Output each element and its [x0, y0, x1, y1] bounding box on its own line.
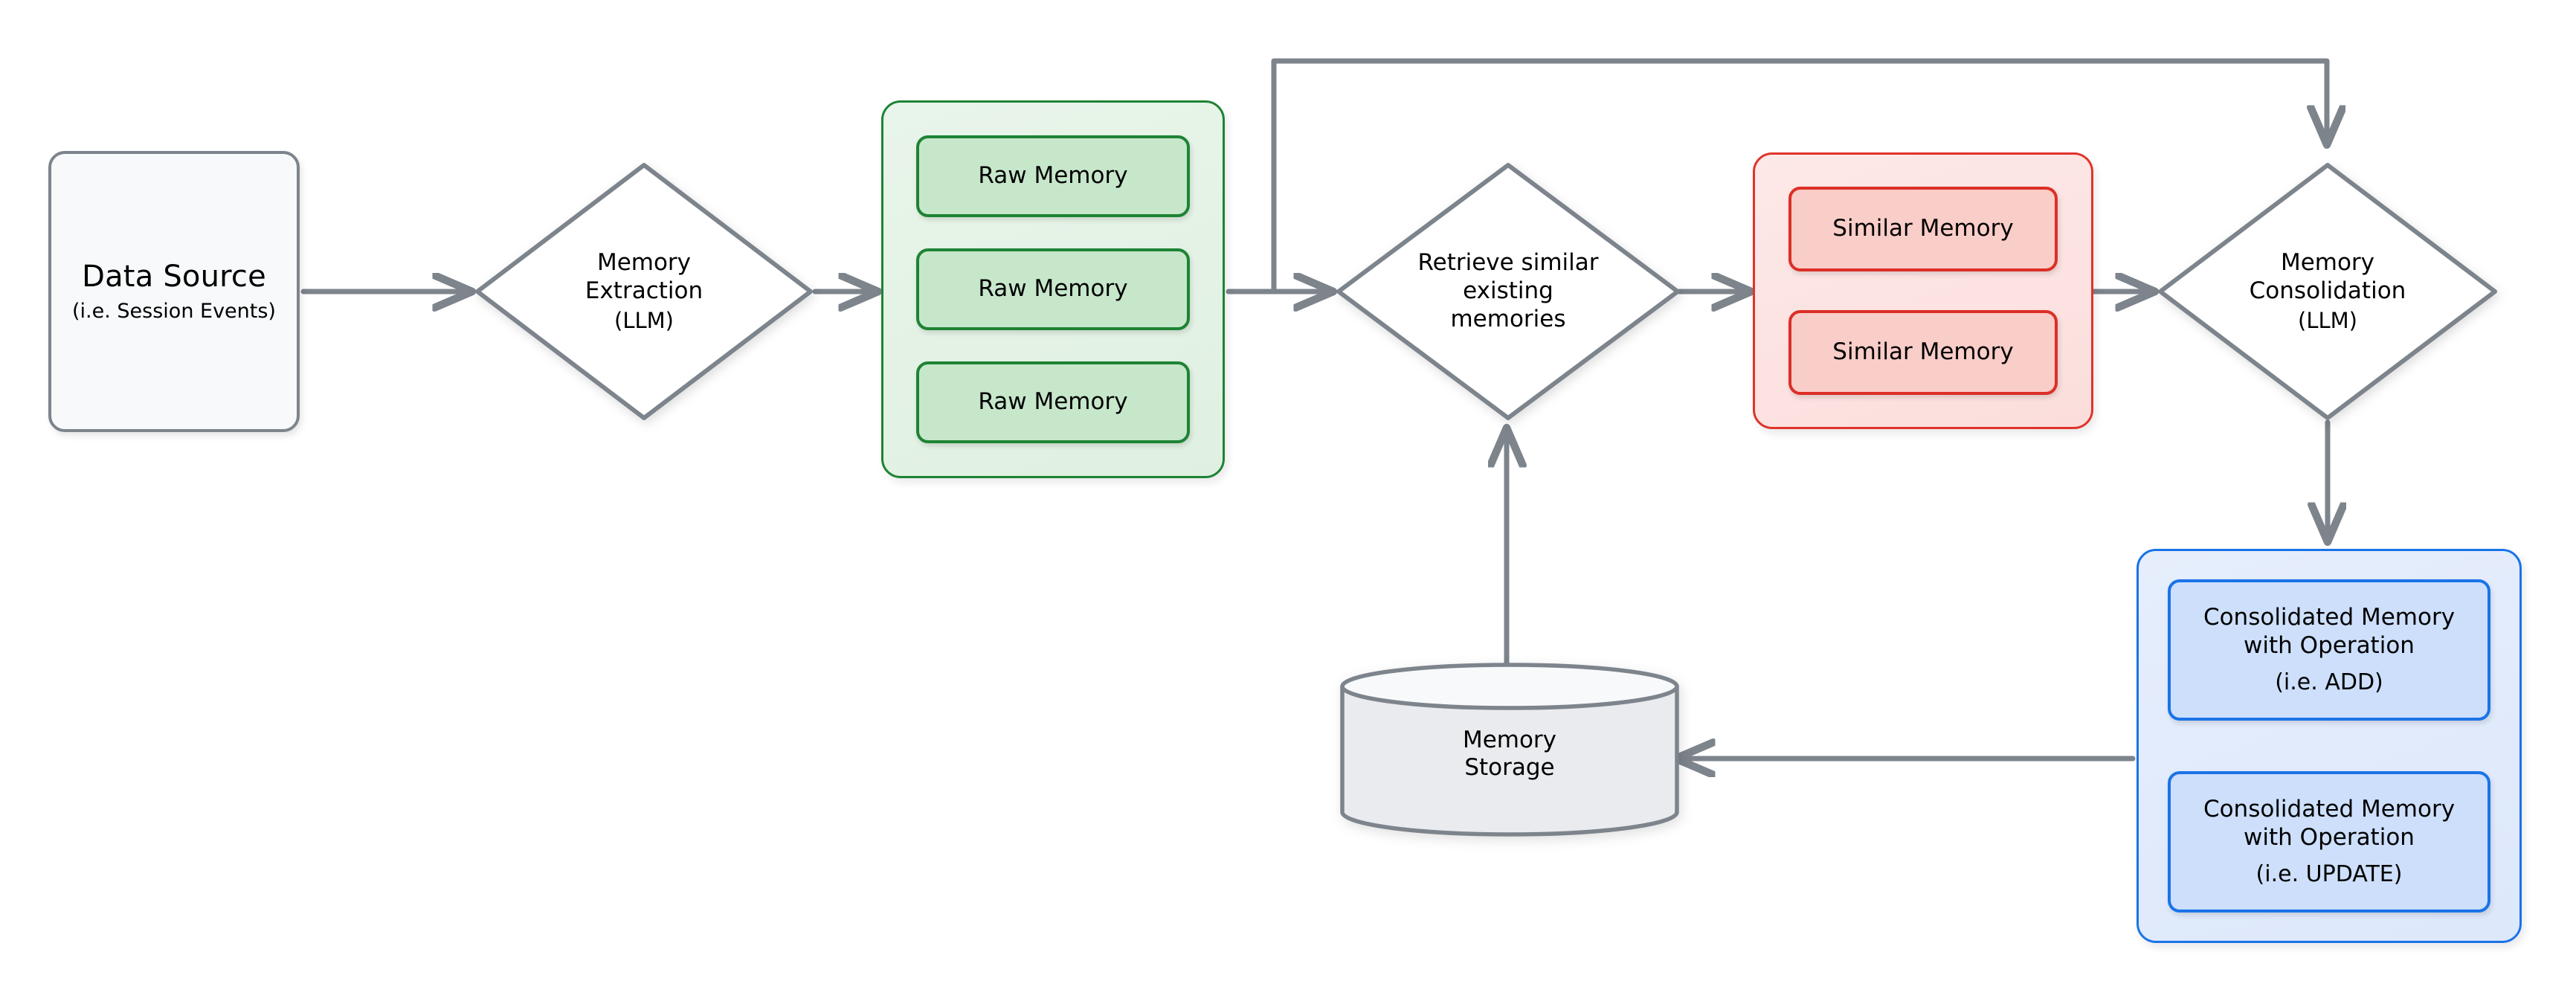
- raw-memory-label: Raw Memory: [978, 388, 1128, 416]
- consolidated-memory-line1: Consolidated Memory: [2203, 796, 2456, 823]
- consolidated-memory-operation: (i.e. ADD): [2275, 669, 2383, 695]
- group-similar-memory: Similar Memory Similar Memory: [1753, 152, 2093, 429]
- raw-memory-label: Raw Memory: [978, 162, 1128, 190]
- memory-storage-label: Memory Storage: [1339, 726, 1681, 781]
- memory-consolidation-line2: Consolidation: [2249, 277, 2406, 304]
- similar-memory-label: Similar Memory: [1832, 215, 2014, 242]
- memory-consolidation-subtitle: (LLM): [2298, 308, 2357, 334]
- node-data-source[interactable]: Data Source (i.e. Session Events): [48, 151, 300, 432]
- chip-consolidated-memory-update[interactable]: Consolidated Memory with Operation (i.e.…: [2168, 771, 2490, 913]
- consolidated-memory-operation: (i.e. UPDATE): [2255, 860, 2403, 887]
- cylinder-shape: [1340, 663, 1679, 837]
- retrieve-similar-line1: Retrieve similar: [1417, 249, 1599, 277]
- node-memory-consolidation[interactable]: Memory Consolidation (LLM): [2156, 161, 2499, 422]
- consolidated-memory-line2: with Operation: [2244, 824, 2415, 851]
- diamond-shape: [2158, 163, 2497, 420]
- node-memory-extraction[interactable]: Memory Extraction (LLM): [473, 161, 815, 422]
- memory-extraction-line2: Extraction: [585, 277, 703, 304]
- retrieve-similar-line3: memories: [1450, 305, 1566, 332]
- group-consolidated-memory: Consolidated Memory with Operation (i.e.…: [2137, 549, 2522, 943]
- memory-storage-line1: Memory: [1462, 726, 1557, 753]
- chip-raw-memory[interactable]: Raw Memory: [916, 361, 1190, 443]
- data-source-title: Data Source: [82, 259, 266, 294]
- chip-raw-memory[interactable]: Raw Memory: [916, 135, 1190, 217]
- memory-consolidation-line1: Memory: [2280, 248, 2375, 276]
- consolidated-memory-line1: Consolidated Memory: [2203, 604, 2456, 631]
- node-memory-storage[interactable]: Memory Storage: [1339, 662, 1681, 837]
- memory-storage-line2: Storage: [1464, 753, 1555, 781]
- group-raw-memory: Raw Memory Raw Memory Raw Memory: [881, 100, 1225, 478]
- chip-raw-memory[interactable]: Raw Memory: [916, 248, 1190, 330]
- chip-similar-memory[interactable]: Similar Memory: [1788, 310, 2058, 395]
- diamond-shape: [1336, 163, 1680, 420]
- raw-memory-label: Raw Memory: [978, 275, 1128, 303]
- consolidated-memory-line2: with Operation: [2244, 632, 2415, 659]
- retrieve-similar-line2: existing: [1463, 277, 1553, 305]
- similar-memory-label: Similar Memory: [1832, 338, 2014, 366]
- memory-extraction-line1: Memory: [596, 248, 692, 276]
- memory-extraction-subtitle: (LLM): [614, 308, 674, 334]
- node-retrieve-similar-memories[interactable]: Retrieve similar existing memories: [1334, 161, 1682, 422]
- data-source-subtitle: (i.e. Session Events): [72, 299, 276, 323]
- diamond-shape: [475, 163, 813, 420]
- chip-consolidated-memory-add[interactable]: Consolidated Memory with Operation (i.e.…: [2168, 579, 2490, 721]
- chip-similar-memory[interactable]: Similar Memory: [1788, 187, 2058, 271]
